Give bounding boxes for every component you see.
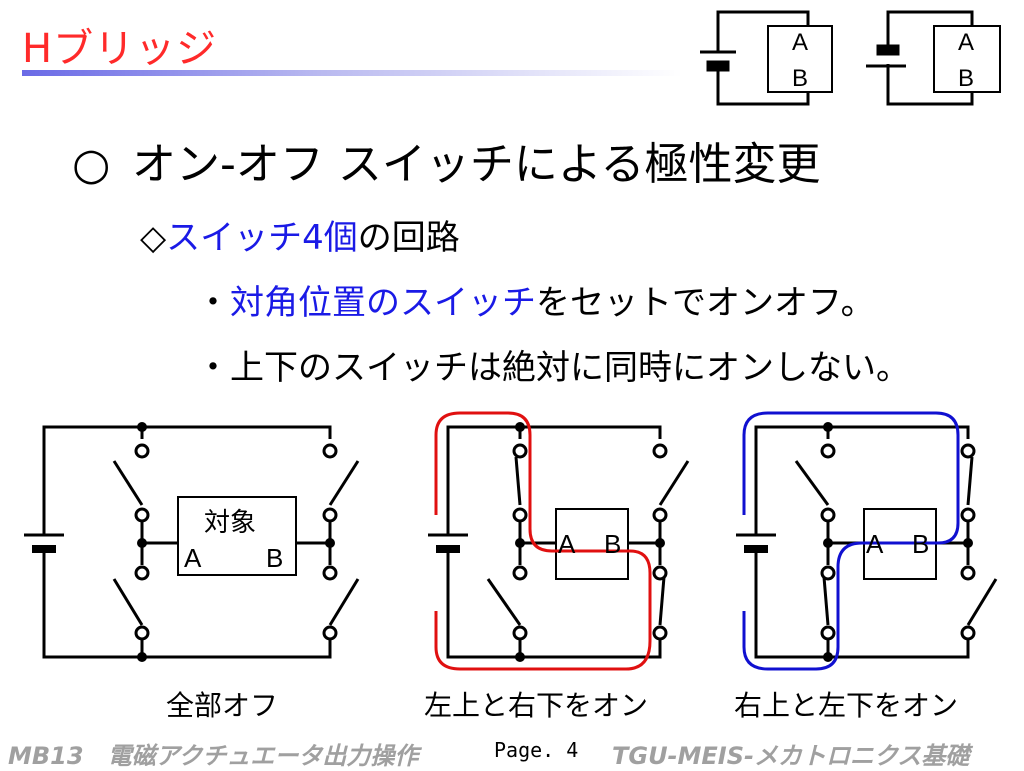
text-line-1: ◇スイッチ4個の回路 [140,210,460,259]
heading-circle-mark: ○ [72,139,111,190]
caption-all-off: 全部オフ [166,689,279,722]
slide-footer: MB13 電磁アクチュエータ出力操作 Page. 4 TGU-MEIS-メカトロ… [0,732,1024,770]
current-path-red [434,411,652,671]
title-underline [22,70,682,76]
section-heading: ○ オン-オフ スイッチによる極性変更 [72,128,821,192]
highlight-diagonal-switches: 対角位置のスイッチ [230,283,536,323]
caption-topleft-bottomright: 左上と右下をオン [424,689,649,722]
polarity-diagram-left [700,10,833,106]
load-label-b: B [604,529,621,559]
polarity-diagrams: A B A B [700,10,1001,106]
load-label-a: A [558,529,576,559]
h-bridge-circuits: 対象 A B [22,411,998,671]
circuit-topright-bottomleft-on: A B [736,411,998,671]
line1-rest: の回路 [357,218,460,258]
circuit-topleft-bottomright-on: A B [428,411,690,671]
diamond-bullet: ◇ [140,218,167,258]
current-path-blue [742,411,960,671]
line3-text: 上下のスイッチは絶対に同時にオンしない。 [230,348,910,388]
footer-org: TGU-MEIS-メカトロニクス基礎 [612,742,970,770]
load-label-b: B [266,543,283,573]
polarity-right-a: A [958,29,974,56]
slide-title: Hブリッジ [22,26,218,72]
load-title: 対象 [204,507,256,537]
load-label-a: A [866,529,884,559]
footer-course: MB13 電磁アクチュエータ出力操作 [8,742,419,770]
polarity-right-b: B [958,65,974,92]
footer-page-number: Page. 4 [494,738,579,762]
polarity-diagram-right [866,10,1001,106]
dot-bullet: ・ [196,283,230,323]
dot-bullet: ・ [196,348,230,388]
polarity-left-b: B [792,65,808,92]
text-line-2: ・対角位置のスイッチをセットでオンオフ。 [196,275,875,324]
circuit-all-off: 対象 A B [22,420,360,664]
caption-topright-bottomleft: 右上と左下をオン [734,689,959,722]
load-label-a: A [184,543,202,573]
polarity-left-a: A [792,29,808,56]
line2-rest: をセットでオンオフ。 [536,283,875,323]
load-label-b: B [912,529,929,559]
highlight-four-switches: スイッチ4個 [166,218,358,258]
text-line-3: ・上下のスイッチは絶対に同時にオンしない。 [196,340,910,389]
heading-text: オン-オフ スイッチによる極性変更 [132,139,821,190]
